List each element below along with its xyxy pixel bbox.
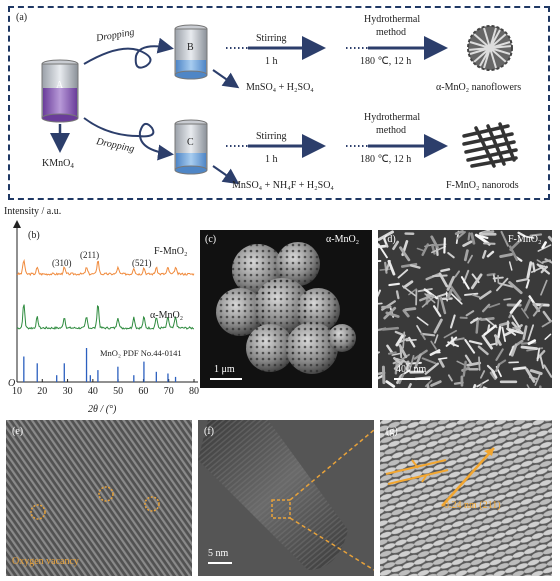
beaker-a-label: A <box>56 80 64 91</box>
xrd-ylabel: Intensity / a.u. <box>4 206 62 217</box>
hydro-top-1: Hydrothermal <box>364 14 421 25</box>
beaker-b-label: B <box>187 42 194 53</box>
x-tick-label: 50 <box>113 386 124 397</box>
trace-alpha-label: α-MnO₂ <box>150 310 184 321</box>
scheme-panel-a <box>8 6 550 200</box>
x-tick-label: 40 <box>87 386 98 397</box>
trace-f-label: F-MnO₂ <box>154 246 188 257</box>
cond-bottom: 180 ℃, 12 h <box>360 154 412 165</box>
panel-f-scale: 5 nm <box>208 548 229 559</box>
vacancy-marker <box>98 486 114 502</box>
scale-bar <box>394 378 430 380</box>
time-bottom: 1 h <box>265 154 278 165</box>
vacancy-caption: Oxygen vacancy <box>12 556 79 567</box>
hydro-top-2: method <box>376 27 406 38</box>
reagent-bottom: MnSO₄ + NH₄F + H₂SO₄ <box>232 180 334 191</box>
peak-211-label: (211) <box>80 250 100 260</box>
x-tick-label: 30 <box>62 386 73 397</box>
panel-b-label: (b) <box>28 230 40 241</box>
f-mno2-trace <box>16 258 195 277</box>
stirring-bottom: Stirring <box>256 131 287 142</box>
panel-g-label: (g) <box>386 426 398 437</box>
peak-310-label: (310) <box>52 258 72 268</box>
peak-521-label: (521) <box>132 258 152 268</box>
trace-pdf-label: MnO₂ PDF No.44-0141 <box>100 348 182 358</box>
panel-d-scale: 400 nm <box>396 364 427 375</box>
kmno4-label: KMnO4 <box>42 158 74 170</box>
sem-image-d <box>378 230 552 388</box>
stirring-top: Stirring <box>256 33 287 44</box>
cond-top: 180 ℃, 12 h <box>360 56 412 67</box>
product-bottom: F-MnO₂ nanorods <box>446 180 519 191</box>
beaker-b-icon <box>174 24 208 80</box>
panel-a-label: (a) <box>16 12 28 23</box>
xrd-xlabel: 2θ / (°) <box>88 404 117 415</box>
xrd-origin: O <box>8 378 16 389</box>
zoom-region <box>271 499 291 519</box>
panel-d-title: F-MnO₂ <box>508 234 542 245</box>
dropping-arrow-bottom <box>83 117 174 161</box>
x-tick-label: 60 <box>138 386 149 397</box>
nanorods-icon <box>462 122 518 168</box>
hrtem-image-e <box>6 420 192 576</box>
tem-image-f <box>198 420 374 576</box>
alpha-mno2-trace <box>16 304 194 330</box>
sem-image-c <box>200 230 372 388</box>
beaker-c-icon <box>174 119 208 175</box>
panel-c-title: α-MnO₂ <box>326 234 360 245</box>
x-tick-label: 70 <box>163 386 174 397</box>
lattice-annotation: 0.24 nm (211) <box>444 500 501 511</box>
beaker-a-icon <box>41 59 79 123</box>
x-tick-label: 20 <box>37 386 48 397</box>
product-top: α-MnO₂ nanoflowers <box>436 82 522 93</box>
panel-e-label: (e) <box>12 426 24 437</box>
xrd-chart <box>13 220 198 383</box>
vacancy-marker <box>30 504 46 520</box>
nanoflower-icon <box>467 25 513 71</box>
vacancy-marker <box>144 496 160 512</box>
panel-d-label: (d) <box>384 234 396 245</box>
reagent-top: MnSO₄ + H₂SO₄ <box>246 82 314 93</box>
panel-c-scale: 1 μm <box>214 364 235 375</box>
scale-bar <box>210 378 242 380</box>
panel-f-label: (f) <box>204 426 214 437</box>
x-tick-label: 80 <box>189 386 199 397</box>
hydro-bottom-2: method <box>376 125 406 136</box>
scheme-drawing <box>41 24 518 185</box>
dropping-arrow-top <box>83 37 174 69</box>
panel-c-label: (c) <box>205 234 217 245</box>
x-tick-label: 10 <box>12 386 22 397</box>
scale-bar <box>208 562 232 564</box>
fft-image-g <box>380 420 552 576</box>
hydro-bottom-1: Hydrothermal <box>364 112 421 123</box>
time-top: 1 h <box>265 56 278 67</box>
beaker-c-label: C <box>187 137 194 148</box>
